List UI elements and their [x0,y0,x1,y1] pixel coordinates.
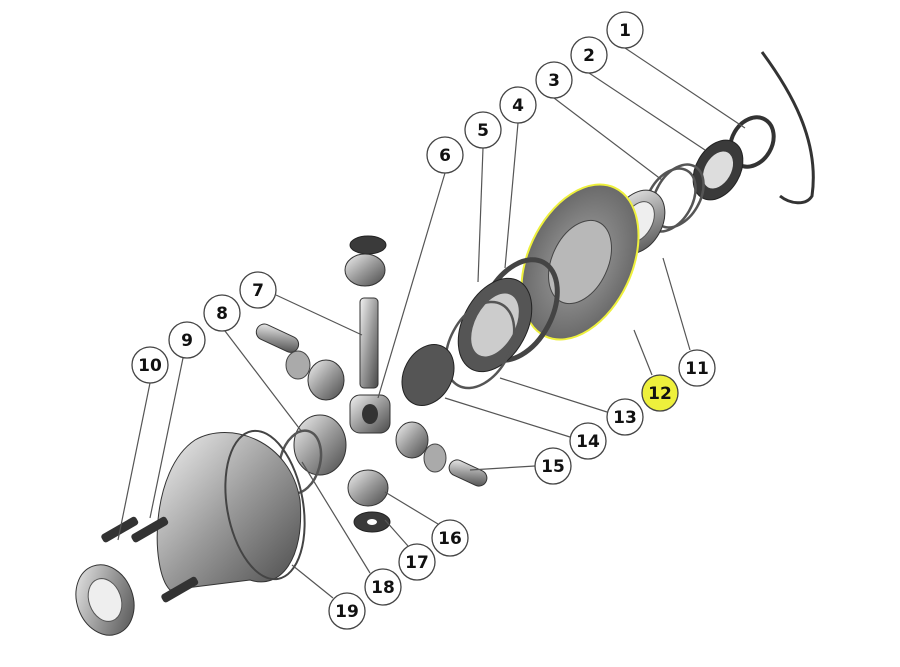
callout-13: 13 [606,398,644,436]
callout-label: 6 [439,146,451,166]
callout-label: 1 [619,21,631,41]
callout-8: 8 [203,294,241,332]
callout-label: 3 [548,71,560,91]
diff-case-19 [156,432,302,591]
callout-label: 10 [138,356,162,376]
callout-3: 3 [535,61,573,99]
callout-circle [431,519,469,557]
callout-circle [203,294,241,332]
pinion-gear-16 [347,469,389,507]
callout-circle [168,321,206,359]
callout-circle [131,346,169,384]
callout-circle [606,11,644,49]
callout-label: 5 [477,121,489,141]
callout-15: 15 [534,447,572,485]
pin-left [255,323,300,353]
callout-circle [426,136,464,174]
callout-circle [535,61,573,99]
callout-label: 4 [512,96,524,116]
callout-label: 12 [648,384,672,404]
callout-label: 11 [685,359,709,379]
callout-4: 4 [499,86,537,124]
callout-circle [464,111,502,149]
cross-shaft-7 [359,297,379,389]
callout-circle [606,398,644,436]
callout-label: 7 [252,281,264,301]
callout-2: 2 [570,36,608,74]
callout-label: 17 [405,553,429,573]
pin-15 [448,459,488,487]
callout-7: 7 [239,271,277,309]
callout-label: 14 [576,432,600,452]
spring-wire [760,51,815,205]
callout-circle [678,349,716,387]
leader-lines [117,47,746,599]
callout-label: 9 [181,331,193,351]
callout-circle [328,592,366,630]
callout-17: 17 [398,543,436,581]
callout-14: 14 [569,422,607,460]
callout-circle [570,36,608,74]
side-gear-14 [401,344,455,406]
callout-label: 15 [541,457,565,477]
callout-circle [499,86,537,124]
callout-label: 8 [216,304,228,324]
callout-18: 18 [364,568,402,606]
callout-1: 1 [606,11,644,49]
callout-circle [641,374,679,412]
callout-label: 13 [613,408,637,428]
callout-5: 5 [464,111,502,149]
callout-9: 9 [168,321,206,359]
callout-16: 16 [431,519,469,557]
callout-19: 19 [328,592,366,630]
callout-label: 16 [438,529,462,549]
callout-label: 18 [371,578,395,598]
pinion-gear-top [344,253,386,287]
callout-circle [534,447,572,485]
callout-label: 2 [583,46,595,66]
callout-11: 11 [678,349,716,387]
friction-ring-13 [444,300,516,390]
callout-label: 19 [335,602,359,622]
callout-circle [398,543,436,581]
bolt-9 [131,516,169,543]
callout-6: 6 [426,136,464,174]
parts [75,51,815,636]
callout-12: 12 [641,374,679,412]
callout-10: 10 [131,346,169,384]
callout-circle [364,568,402,606]
callout-circle [569,422,607,460]
callout-circle [239,271,277,309]
